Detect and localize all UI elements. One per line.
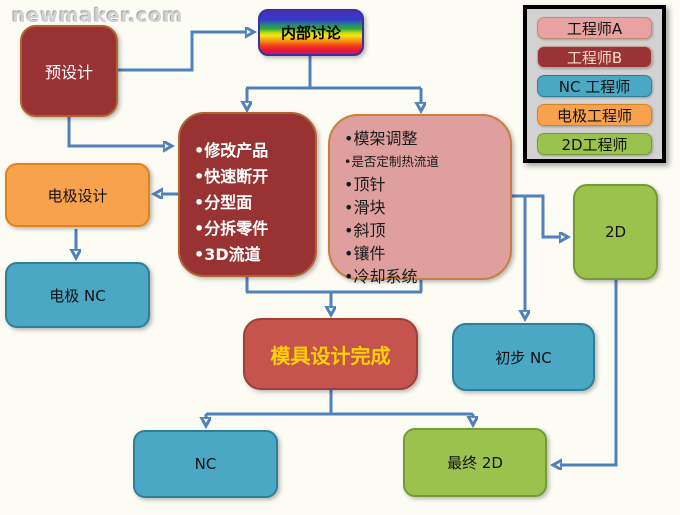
legend-item-label: NC 工程师 [558,77,631,96]
arrow-mold-tasks-to-2d [512,194,561,237]
node-electrode-design-label: 电极设计 [47,186,108,205]
node-electrode-nc: 电极 NC [5,262,150,328]
bullet-item: •滑块 [344,198,386,217]
node-final-2d-label: 最终 2D [447,454,503,472]
bullet-item: •3D流道 [194,245,261,264]
legend-item-engineer-a: 工程师A [537,17,652,39]
bullet-item: •是否定制热流道 [344,154,439,169]
node-nc: NC [133,430,278,498]
node-mold-design-complete: 模具设计完成 [243,318,418,390]
arrow-predesign-to-design-tasks [67,117,165,146]
bullet-item: •顶针 [344,175,386,194]
node-pre-design-label: 预设计 [44,63,93,82]
watermark: newmaker.com [12,5,184,27]
bullet-item: •修改产品 [194,141,269,160]
bullet-item: •快速断开 [194,167,269,186]
legend-item-label: 工程师A [566,19,623,38]
bullet-item: •镶件 [344,244,386,263]
node-design-tasks: •修改产品 •快速断开 •分型面 •分拆零件 •3D流道 [178,112,317,277]
node-mold-design-complete-label: 模具设计完成 [270,343,391,368]
node-electrode-nc-label: 电极 NC [49,286,106,305]
bullet-item: •斜顶 [344,221,386,240]
node-2d: 2D [573,184,658,280]
legend-item-electrode-engineer: 电极工程师 [537,104,652,126]
legend-item-nc-engineer: NC 工程师 [537,75,652,97]
legend-item-label: 2D工程师 [561,135,628,154]
node-internal-discussion-label: 内部讨论 [280,24,341,42]
legend-item-label: 电极工程师 [556,106,632,125]
bullet-item: •分型面 [194,193,253,212]
node-internal-discussion: 内部讨论 [258,9,364,56]
node-nc-label: NC [194,455,217,473]
bullet-item: •冷却系统 [344,267,418,286]
node-preliminary-nc-label: 初步 NC [495,348,552,367]
arrow-predesign-to-discussion [118,32,247,72]
node-2d-label: 2D [604,223,627,241]
legend-item-engineer-b: 工程师B [537,46,652,68]
node-electrode-design: 电极设计 [5,163,150,227]
legend-panel: 工程师A 工程师B NC 工程师 电极工程师 2D工程师 [523,5,666,163]
node-final-2d: 最终 2D [403,428,547,497]
legend-item-label: 工程师B [566,48,623,67]
bullet-item: •分拆零件 [194,219,269,238]
arrow-2d-to-final-2d [560,280,618,465]
bullet-item: •模架调整 [344,129,418,148]
node-mold-tasks: •模架调整 •是否定制热流道 •顶针 •滑块 •斜顶 •镶件 •冷却系统 [328,114,512,286]
node-pre-design: 预设计 [20,25,118,117]
legend-item-2d-engineer: 2D工程师 [537,133,652,155]
node-preliminary-nc: 初步 NC [452,323,595,391]
